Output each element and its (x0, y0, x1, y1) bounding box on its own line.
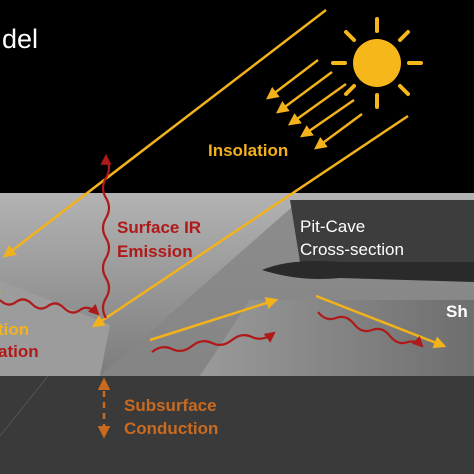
sun-icon (331, 17, 423, 109)
cave-fissure (262, 261, 474, 282)
pit-cave-line1: Pit-Cave (300, 217, 366, 236)
long-insolation-rays (3, 9, 409, 328)
cave-floor (200, 300, 474, 376)
pit-cave-label: Pit-Cave Cross-section (300, 215, 404, 261)
ir-emission-arrows (0, 153, 424, 353)
cut-off-right-label: Sh (446, 302, 468, 321)
cut-off-left-label-bottom: ation (0, 342, 39, 361)
diagram-title: del (2, 24, 39, 54)
cave-cross-section-box (290, 200, 474, 262)
surface-ir-line2: Emission (117, 242, 193, 261)
insolation-label: Insolation (208, 141, 289, 160)
incoming-sunlight-arrows (266, 59, 363, 150)
pit-floor (0, 280, 110, 376)
subsurface-line2: Conduction (124, 419, 219, 438)
subsurface-layer (0, 376, 474, 474)
subsurface-diagonal (0, 375, 49, 437)
cut-off-left-label-top: tion (0, 320, 30, 339)
surface-ir-line1: Surface IR (117, 218, 202, 237)
surface-ir-emission-label: Surface IR Emission (117, 216, 201, 264)
subsurface-line1: Subsurface (124, 396, 217, 415)
pit-cave-line2: Cross-section (300, 240, 404, 259)
subsurface-conduction-label: Subsurface Conduction (124, 394, 218, 440)
